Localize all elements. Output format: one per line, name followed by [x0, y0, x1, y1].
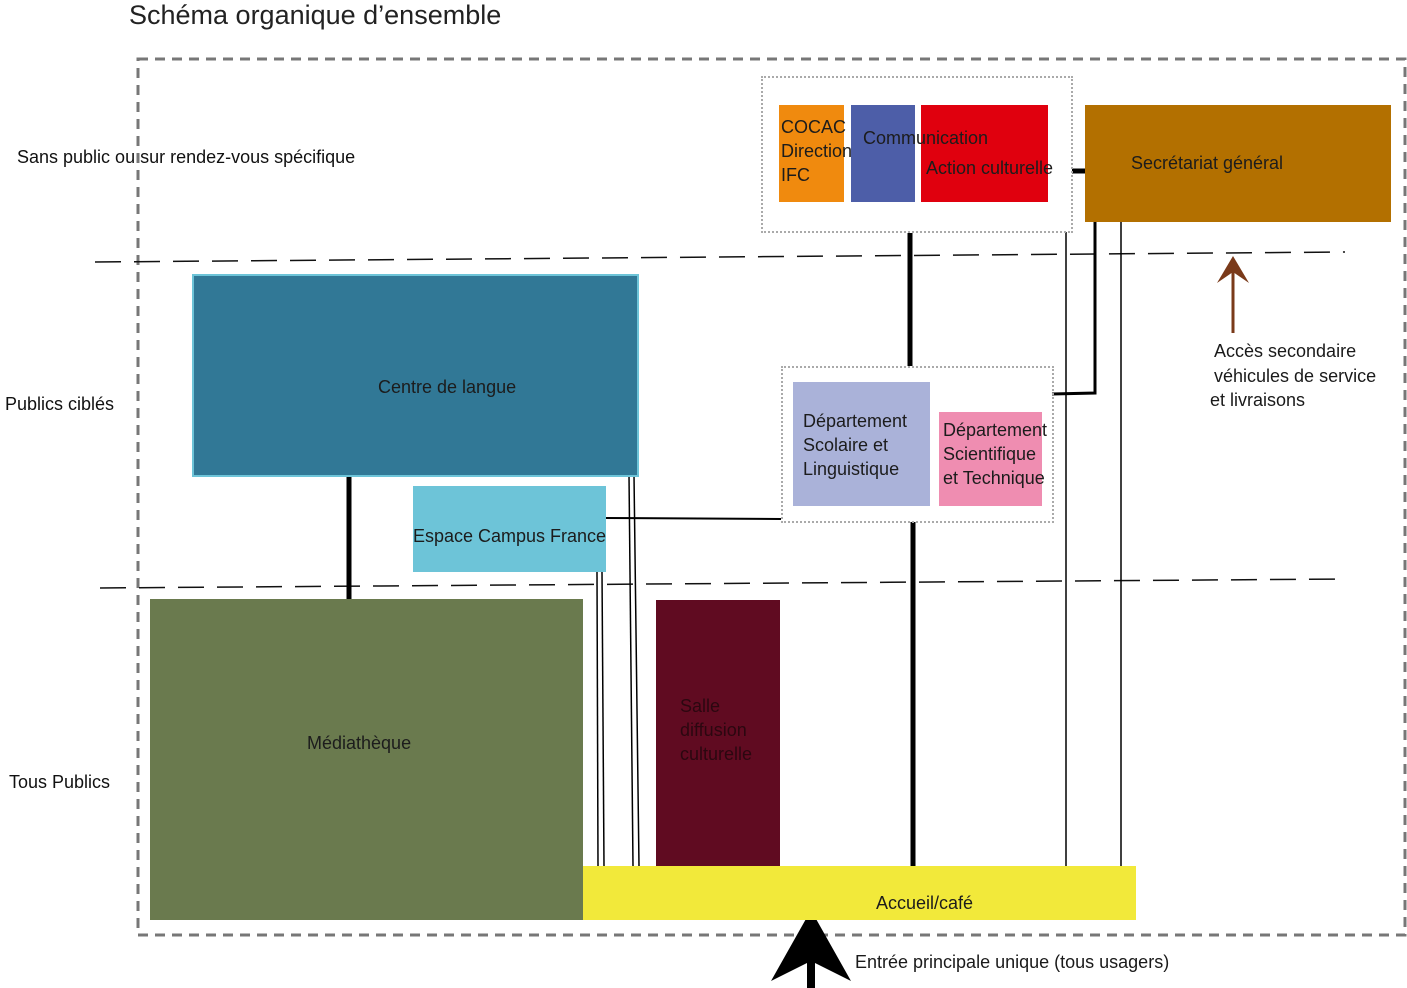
- unit-accueil-cafe: Accueil/café: [583, 866, 1136, 920]
- secondary-access-line-2: véhicules de service: [1214, 366, 1377, 386]
- unit-communication-label: Communication: [863, 128, 989, 148]
- main-entrance-label: Entrée principale unique (tous usagers): [855, 952, 1170, 972]
- link-secretariat-dept: [1051, 222, 1097, 396]
- secondary-access-line-1: Accès secondaire: [1214, 341, 1357, 361]
- unit-dept-scolaire-line-3: Linguistique: [803, 459, 900, 479]
- unit-mediatheque: Médiathèque: [150, 599, 583, 920]
- unit-communication: [851, 105, 915, 202]
- link-campus-accueil-b: [601, 571, 605, 867]
- unit-salle-diffusion: Salle diffusion culturelle: [656, 600, 780, 866]
- link-centre-accueil-b: [633, 474, 640, 867]
- unit-cocac-line-2: Direction: [781, 141, 853, 161]
- unit-dept-scientifique-line-3: et Technique: [943, 468, 1045, 488]
- unit-mediatheque-label: Médiathèque: [307, 733, 412, 753]
- unit-dept-scientifique-line-2: Scientifique: [943, 444, 1037, 464]
- unit-salle-line-3: culturelle: [680, 744, 753, 764]
- link-campus-accueil-a: [596, 571, 599, 867]
- main-entrance-arrow-head: [771, 910, 851, 981]
- unit-cocac-line-1: COCAC: [781, 117, 847, 137]
- unit-dept-scientifique-line-1: Département: [943, 420, 1048, 440]
- unit-action-culturelle: [921, 105, 1048, 202]
- zone-label-publics-cibles: Publics ciblés: [5, 394, 115, 414]
- secondary-access-arrow-head: [1217, 256, 1249, 283]
- link-campus-dept: [603, 517, 782, 520]
- diagram-title: Schéma organique d’ensemble: [129, 0, 502, 30]
- link-centre-accueil-a: [628, 474, 634, 867]
- unit-salle-line-2: diffusion: [680, 720, 747, 740]
- unit-dept-scolaire-line-2: Scolaire et: [803, 435, 889, 455]
- separator-bottom: [99, 578, 1346, 589]
- department-group-container: [781, 366, 1054, 523]
- unit-dept-scolaire: Département Scolaire et Linguistique: [793, 382, 930, 506]
- unit-centre-de-langue-label: Centre de langue: [378, 377, 517, 397]
- zone-label-tous-publics: Tous Publics: [9, 772, 111, 792]
- unit-centre-de-langue: Centre de langue: [192, 274, 639, 477]
- secondary-access-line-3: et livraisons: [1210, 390, 1306, 410]
- unit-cocac-line-3: IFC: [781, 165, 810, 185]
- outer-frame: [136, 57, 1407, 937]
- unit-secretariat-label: Secrétariat général: [1130, 153, 1284, 173]
- zone-label-sans-public: Sans public ou sur rendez-vous spécifiqu…: [17, 147, 356, 167]
- unit-cocac: COCAC Direction IFC: [779, 105, 853, 202]
- unit-campus-france-label: Espace Campus France: [412, 526, 607, 546]
- unit-dept-scolaire-line-1: Département: [803, 411, 908, 431]
- unit-dept-scientifique: Département Scientifique et Technique: [939, 412, 1048, 506]
- unit-secretariat-general: Secrétariat général: [1085, 105, 1391, 222]
- unit-accueil-label: Accueil/café: [876, 893, 974, 913]
- unit-salle-line-1: Salle: [680, 696, 721, 716]
- unit-action-culturelle-label: Action culturelle: [926, 158, 1054, 178]
- separator-top: [94, 251, 1346, 263]
- top-group-container: [761, 76, 1073, 233]
- unit-espace-campus-france: Espace Campus France: [413, 486, 606, 572]
